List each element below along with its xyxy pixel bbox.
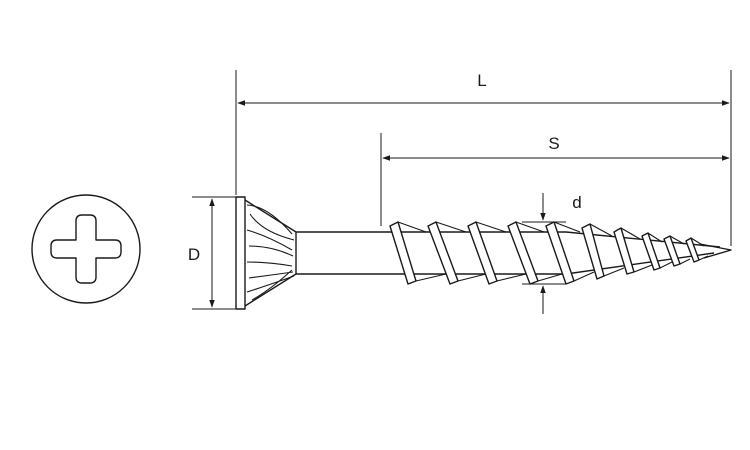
dimension-lines [192,70,732,314]
head-top-view [31,194,141,304]
label-total-length: L [477,71,486,90]
phillips-cross-icon [50,214,122,284]
head-outline-circle [31,194,141,304]
thread-flanks [397,221,709,282]
label-head-diameter: D [188,245,200,264]
label-thread-diameter: d [572,193,581,212]
label-thread-length: S [548,134,559,153]
head-ribs [246,204,295,301]
countersink-cone [244,199,297,307]
screw-side-view [235,196,732,310]
head-plate [235,196,246,310]
screw-tip [699,243,732,259]
shank [296,231,390,275]
